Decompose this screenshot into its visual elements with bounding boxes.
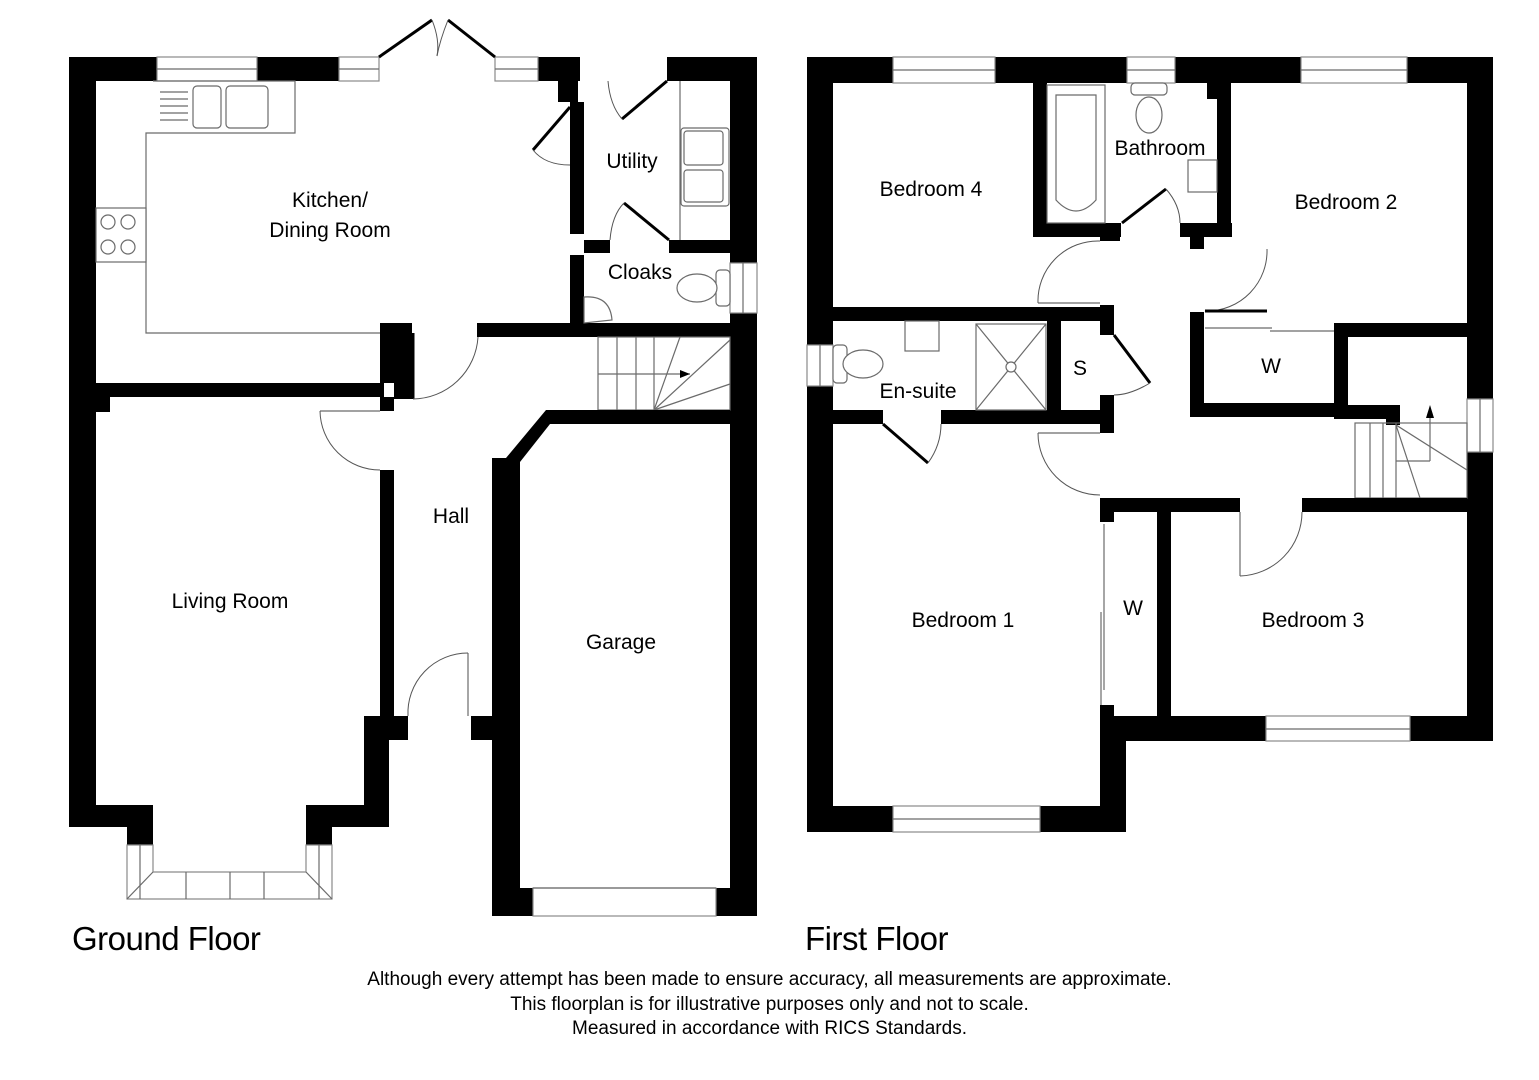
room-label-wardrobe-bedroom-1: W <box>1123 597 1143 620</box>
room-label-bedroom-3: Bedroom 3 <box>1262 609 1365 632</box>
first-floor-title: First Floor <box>805 920 949 957</box>
room-label-en-suite: En-suite <box>879 380 956 403</box>
ground-floor-plan: Kitchen/ Dining Room Utility Cloaks Hall… <box>69 18 758 917</box>
room-label-bedroom-4: Bedroom 4 <box>880 178 983 201</box>
room-label-bedroom-2: Bedroom 2 <box>1295 191 1398 214</box>
ground-floor-title: Ground Floor <box>72 920 261 957</box>
room-label-garage: Garage <box>586 631 656 654</box>
room-label-bathroom: Bathroom <box>1114 137 1205 160</box>
room-label-kitchen: Kitchen/ <box>292 189 368 212</box>
disclaimer-line-2: This floorplan is for illustrative purpo… <box>510 993 1029 1015</box>
room-label-store: S <box>1073 357 1087 380</box>
room-label-cloaks: Cloaks <box>608 261 672 284</box>
disclaimer: Although every attempt has been made to … <box>0 968 1539 1042</box>
room-label-hall: Hall <box>433 505 469 528</box>
room-label-dining-room: Dining Room <box>269 219 390 242</box>
room-label-bedroom-1: Bedroom 1 <box>912 609 1015 632</box>
room-label-wardrobe-bedroom-2: W <box>1261 355 1281 378</box>
disclaimer-line-1: Although every attempt has been made to … <box>367 969 1172 990</box>
room-label-utility: Utility <box>606 150 658 173</box>
first-floor-plan: Bedroom 4 Bathroom Bedroom 2 En-suite S … <box>806 56 1494 833</box>
disclaimer-line-3: Measured in accordance with RICS Standar… <box>572 1018 967 1039</box>
room-label-living-room: Living Room <box>172 590 289 613</box>
